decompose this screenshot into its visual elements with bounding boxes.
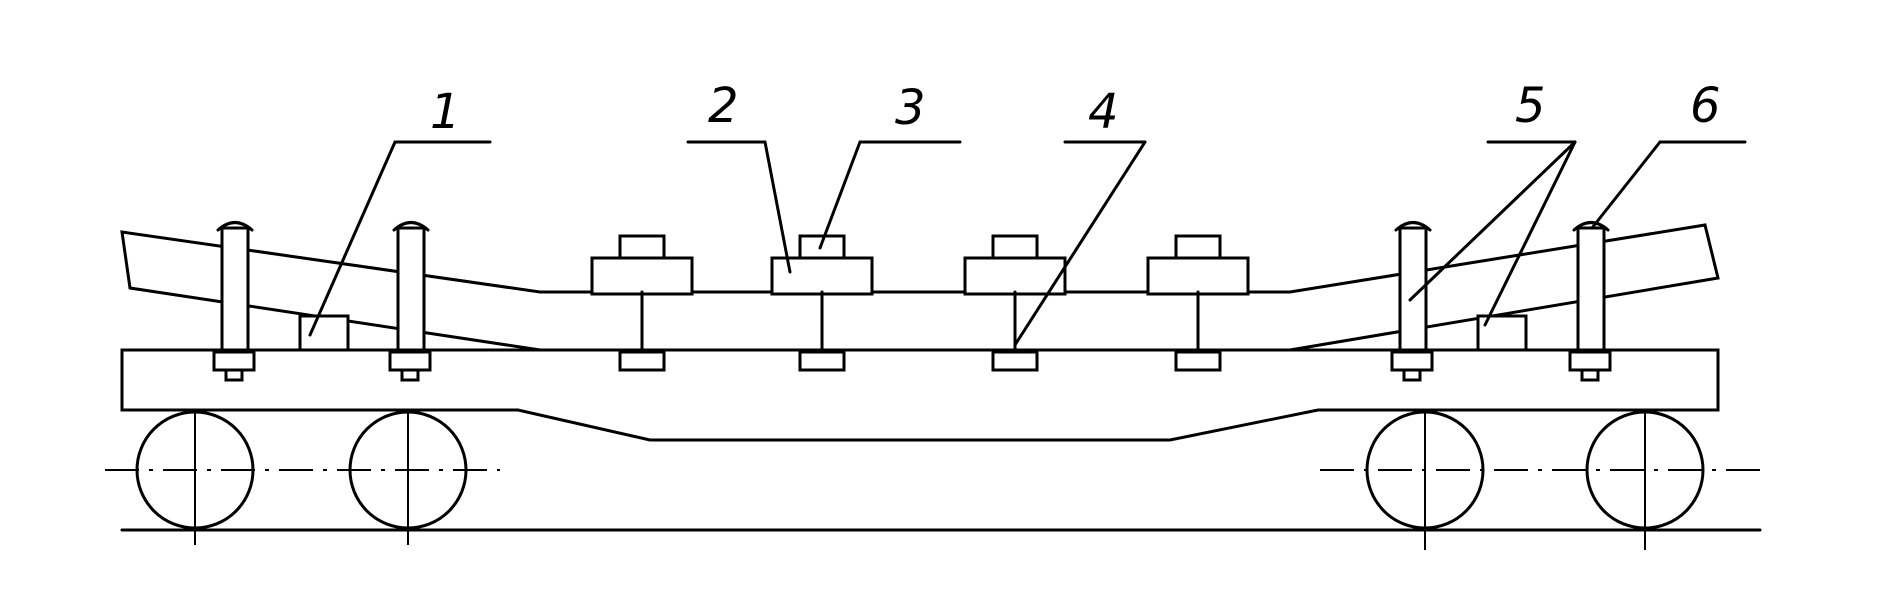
pressure-block-3: [963, 234, 1067, 372]
clamp-bolt-1: [212, 221, 256, 382]
leader-4: [1013, 140, 1147, 347]
wheel-4: [1585, 385, 1705, 550]
wheel-3: [1365, 390, 1485, 550]
clamp-bolt-2: [388, 221, 432, 382]
platform-frame: [120, 348, 1720, 442]
callout-3: 3: [895, 80, 926, 136]
wheel-1: [135, 400, 255, 545]
callout-5: 5: [1515, 78, 1546, 134]
pressure-block-4: [1146, 234, 1250, 372]
leader-6: [1590, 140, 1747, 230]
leader-3: [818, 140, 962, 250]
support-block-right: [1476, 314, 1528, 352]
clamp-bolt-3: [1390, 221, 1434, 382]
callout-2: 2: [708, 78, 739, 134]
support-block-left: [298, 314, 350, 352]
pressure-block-1: [590, 234, 694, 372]
leader-2: [686, 140, 792, 274]
callout-1: 1: [430, 84, 461, 140]
leader-1: [308, 140, 492, 337]
clamp-bolt-4: [1568, 221, 1612, 382]
callout-4: 4: [1088, 84, 1119, 140]
leader-5: [1408, 140, 1577, 327]
callout-6: 6: [1690, 78, 1721, 134]
wheel-2: [348, 400, 468, 545]
